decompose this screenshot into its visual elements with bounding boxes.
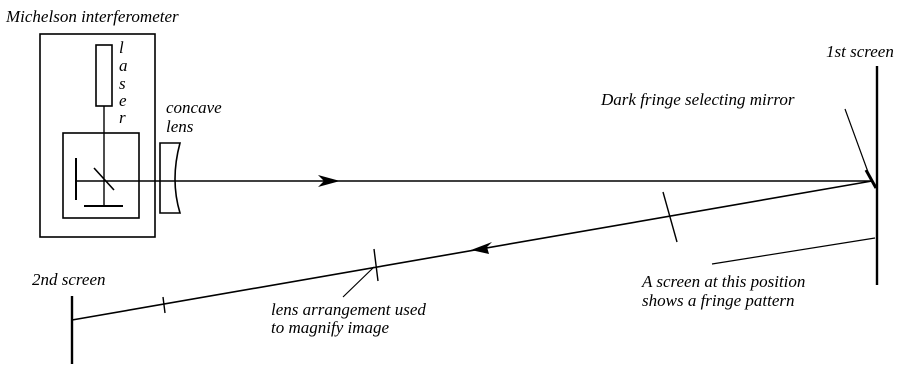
mirror-label: Dark fringe selecting mirror [600,90,795,109]
laser-letter-3: s [119,74,126,93]
concave-lens [159,142,182,214]
screen-position-label-2: shows a fringe pattern [642,291,795,310]
screen-position-marker [662,191,678,243]
lens-arrangement-pointer [342,266,375,298]
concave-lens-label-1: concave [166,98,222,117]
reflected-beam [71,180,873,321]
laser-letter-5: r [119,108,126,127]
screen-position-label-1: A screen at this position [641,272,805,291]
lens-arrangement-label-1: lens arrangement used [271,300,426,319]
laser-letter-4: e [119,91,127,110]
first-screen-label: 1st screen [826,42,894,61]
beam-splitter [93,167,115,191]
second-lens [162,296,166,314]
second-screen-label: 2nd screen [32,270,106,289]
interferometer-enclosure [39,33,156,238]
magnifying-lens [373,248,379,282]
beam-direction-arrow-2 [471,242,492,254]
mirror-pointer [844,108,869,173]
concave-lens-label-2: lens [166,117,194,136]
laser-letter-1: l [119,38,124,57]
laser-letter-2: a [119,56,128,75]
laser-tube [95,44,113,107]
interferometer-inner-box [62,132,140,219]
dark-fringe-mirror [864,169,878,189]
title-label: Michelson interferometer [5,7,179,26]
lens-arrangement-label-2: to magnify image [271,318,389,337]
screen-position-pointer [711,237,876,265]
beam-direction-arrow-1 [318,175,340,187]
